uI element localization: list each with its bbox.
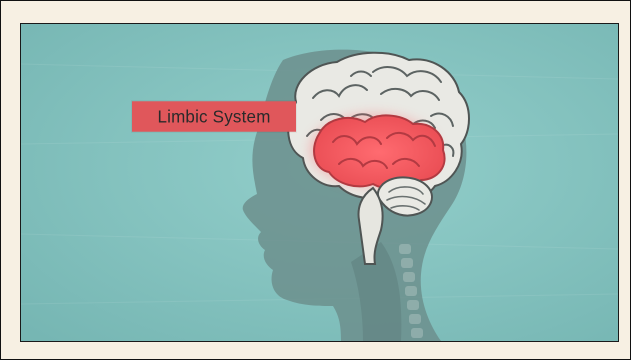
head-brain-illustration — [21, 24, 618, 341]
illustration-panel: Limbic System — [20, 23, 619, 342]
limbic-system-label: Limbic System — [132, 101, 296, 131]
limbic-region — [314, 115, 445, 189]
